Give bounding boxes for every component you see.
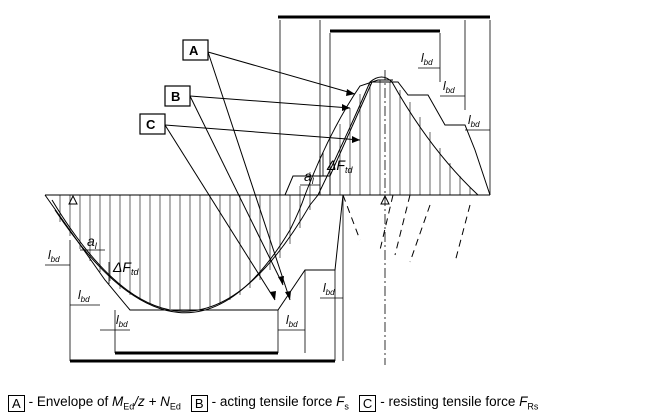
svg-text:lbd: lbd — [323, 281, 335, 297]
svg-text:lbd: lbd — [468, 113, 480, 129]
support-triangle-left — [68, 194, 78, 205]
svg-text:al: al — [304, 168, 315, 186]
svg-text:lbd: lbd — [78, 288, 90, 304]
al-labels: al al — [87, 168, 315, 251]
leader-lines — [164, 51, 361, 301]
support-triangle-right — [380, 194, 390, 205]
legend-box-c: C — [358, 394, 377, 412]
svg-text:lbd: lbd — [48, 248, 60, 264]
svg-text:A: A — [189, 43, 199, 58]
svg-text:lbd: lbd — [421, 51, 433, 67]
hogging-hatch — [299, 80, 471, 195]
lbd-labels: lbd lbd lbd lbd lbd lbd lbd lbd — [48, 51, 480, 329]
envelope-curve-A — [51, 76, 479, 312]
legend-item-b: - acting tensile force Fs — [211, 394, 349, 412]
legend-item-c: - resisting tensile force FRs — [380, 394, 539, 412]
dashed-continuation — [379, 194, 471, 263]
legend-box-a: A — [8, 394, 25, 412]
legend-box-b: B — [190, 394, 208, 412]
label-C: C — [139, 113, 166, 135]
upper-extent-lines — [279, 20, 491, 195]
svg-text:B: B — [171, 89, 180, 104]
svg-text:lbd: lbd — [443, 79, 455, 95]
acting-force-curve-B — [54, 79, 393, 314]
svg-text:ΔFtd: ΔFtd — [112, 259, 139, 277]
svg-text:ΔFtd: ΔFtd — [326, 157, 353, 175]
lower-extent-lines — [69, 195, 344, 361]
label-B: B — [164, 85, 191, 107]
svg-text:C: C — [146, 117, 156, 132]
legend-item-a: - Envelope of MEd/z + NEd — [28, 394, 181, 412]
svg-text:lbd: lbd — [286, 313, 298, 329]
arrowheads — [270, 89, 360, 300]
dftd-labels: ΔFtd ΔFtd — [112, 157, 353, 277]
dimension-arrows — [45, 67, 490, 331]
svg-text:al: al — [87, 233, 98, 251]
label-A: A — [182, 39, 209, 61]
resisting-force-line-C — [44, 81, 491, 311]
legend: A - Envelope of MEd/z + NEd B - acting t… — [8, 392, 648, 414]
svg-text:lbd: lbd — [116, 313, 128, 329]
